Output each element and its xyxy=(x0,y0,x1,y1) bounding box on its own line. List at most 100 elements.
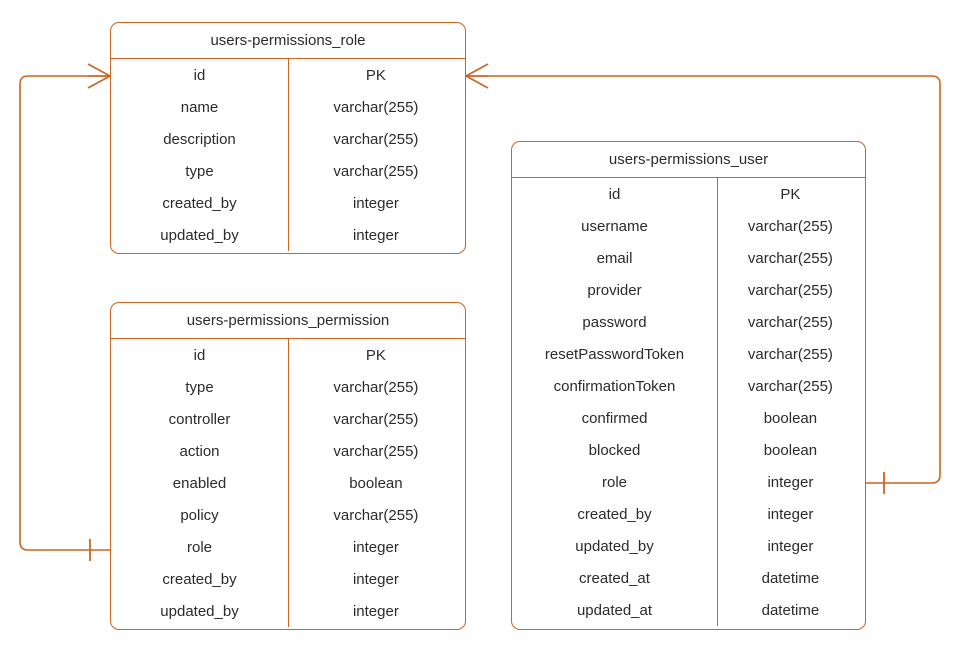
entity-column-row[interactable]: enabled boolean xyxy=(111,467,465,499)
column-name: created_by xyxy=(162,570,237,588)
column-type: boolean xyxy=(349,474,403,492)
column-name: email xyxy=(596,249,633,267)
column-divider xyxy=(717,178,718,626)
entity-column-row[interactable]: action varchar(255) xyxy=(111,435,465,467)
column-name: id xyxy=(193,66,206,84)
column-type: varchar(255) xyxy=(333,98,419,116)
entity-title: users-permissions_permission xyxy=(111,303,465,339)
column-type: integer xyxy=(352,226,399,244)
column-type: varchar(255) xyxy=(747,281,833,299)
entity-column-row[interactable]: controller varchar(255) xyxy=(111,403,465,435)
entity-column-row[interactable]: updated_by integer xyxy=(512,530,865,562)
cardinality-many-crowfoot xyxy=(87,75,111,89)
column-name: role xyxy=(186,538,212,556)
entity-column-row[interactable]: created_at datetime xyxy=(512,562,865,594)
column-name: updated_by xyxy=(575,537,654,555)
entity-column-row[interactable]: password varchar(255) xyxy=(512,306,865,338)
column-name: updated_at xyxy=(576,601,653,619)
entity-column-row[interactable]: id PK xyxy=(512,178,865,210)
column-type: varchar(255) xyxy=(333,378,419,396)
column-type: varchar(255) xyxy=(333,442,419,460)
column-name: enabled xyxy=(172,474,227,492)
relationship-connector[interactable] xyxy=(19,63,111,561)
relationship-line xyxy=(19,75,110,551)
column-type: integer xyxy=(352,602,399,620)
cardinality-many-crowfoot xyxy=(87,63,111,77)
column-type: integer xyxy=(352,194,399,212)
entity-column-row[interactable]: email varchar(255) xyxy=(512,242,865,274)
column-type: varchar(255) xyxy=(747,345,833,363)
entity-title: users-permissions_role xyxy=(111,23,465,59)
column-name: role xyxy=(601,473,627,491)
column-name: created_at xyxy=(579,569,650,587)
entity-column-row[interactable]: name varchar(255) xyxy=(111,91,465,123)
column-name: type xyxy=(185,162,214,180)
column-type: integer xyxy=(767,537,814,555)
entity-column-row[interactable]: role integer xyxy=(512,466,865,498)
column-type: varchar(255) xyxy=(333,130,419,148)
column-name: created_by xyxy=(577,505,652,523)
entity-column-row[interactable]: role integer xyxy=(111,531,465,563)
entity-column-row[interactable]: type varchar(255) xyxy=(111,155,465,187)
column-type: PK xyxy=(365,66,386,84)
column-divider xyxy=(288,59,289,251)
entity-column-row[interactable]: updated_by integer xyxy=(111,219,465,251)
column-name: type xyxy=(185,378,214,396)
entity-column-row[interactable]: blocked boolean xyxy=(512,434,865,466)
column-type: datetime xyxy=(761,601,820,619)
column-type: varchar(255) xyxy=(333,506,419,524)
entity-column-row[interactable]: updated_by integer xyxy=(111,595,465,627)
column-name: confirmed xyxy=(581,409,648,427)
column-name: name xyxy=(180,98,219,116)
column-divider xyxy=(288,339,289,627)
column-name: username xyxy=(581,217,648,235)
column-type: varchar(255) xyxy=(747,217,833,235)
column-name: password xyxy=(582,313,647,331)
entity-column-row[interactable]: type varchar(255) xyxy=(111,371,465,403)
column-type: integer xyxy=(352,538,399,556)
column-name: id xyxy=(193,346,206,364)
column-name: provider xyxy=(587,281,642,299)
column-type: boolean xyxy=(763,441,818,459)
column-name: policy xyxy=(180,506,219,524)
entity-column-row[interactable]: provider varchar(255) xyxy=(512,274,865,306)
entity-column-row[interactable]: resetPasswordToken varchar(255) xyxy=(512,338,865,370)
column-type: varchar(255) xyxy=(747,313,833,331)
entity-title: users-permissions_user xyxy=(512,142,865,178)
column-type: integer xyxy=(352,570,399,588)
entity-column-row[interactable]: id PK xyxy=(111,59,465,91)
entity-column-row[interactable]: username varchar(255) xyxy=(512,210,865,242)
column-type: varchar(255) xyxy=(333,410,419,428)
column-name: id xyxy=(608,185,621,203)
column-type: varchar(255) xyxy=(333,162,419,180)
column-type: PK xyxy=(780,185,801,203)
column-name: description xyxy=(163,130,236,148)
entity-columns: id PK name varchar(255) description varchar(2… xyxy=(111,59,465,251)
cardinality-many-crowfoot xyxy=(465,75,489,89)
column-type: datetime xyxy=(761,569,820,587)
entity-columns: id PK username varchar(255) email varchar(255… xyxy=(512,178,865,626)
column-type: varchar(255) xyxy=(747,249,833,267)
column-name: blocked xyxy=(588,441,641,459)
entity-column-row[interactable]: created_by integer xyxy=(111,563,465,595)
column-type: integer xyxy=(767,473,814,491)
entity-column-row[interactable]: policy varchar(255) xyxy=(111,499,465,531)
column-name: confirmationToken xyxy=(553,377,676,395)
entity-column-row[interactable]: description varchar(255) xyxy=(111,123,465,155)
column-name: updated_by xyxy=(160,226,239,244)
column-name: action xyxy=(179,442,220,460)
column-name: controller xyxy=(168,410,231,428)
column-name: resetPasswordToken xyxy=(544,345,685,363)
entity-column-row[interactable]: updated_at datetime xyxy=(512,594,865,626)
column-name: updated_by xyxy=(160,602,239,620)
